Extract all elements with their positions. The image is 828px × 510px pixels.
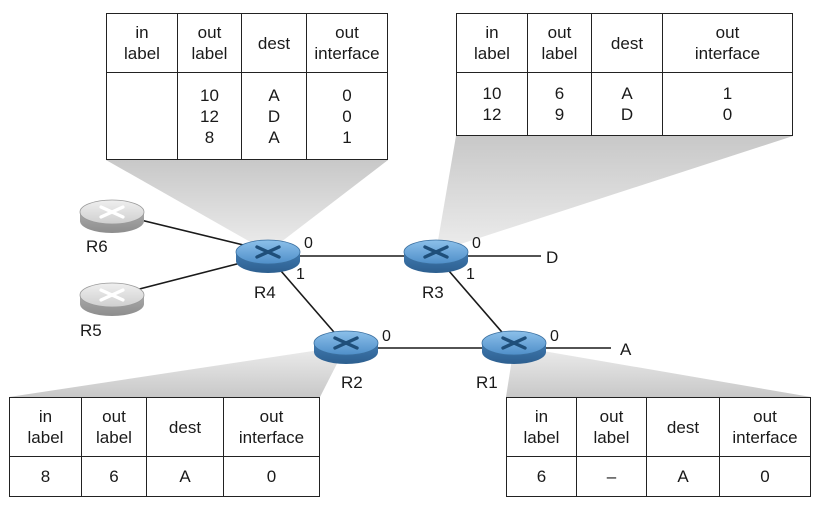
router-cross-icon — [99, 205, 125, 219]
router-r2[interactable] — [313, 330, 379, 364]
cell-out-interface: 0 — [719, 456, 811, 497]
header-dest: dest — [241, 13, 307, 73]
router-cross-icon — [423, 245, 449, 259]
router-cross-icon — [333, 336, 359, 350]
cell-in-label: 8 — [9, 456, 82, 497]
router-label-r2: R2 — [341, 373, 363, 392]
cell-out-interface: 0 — [223, 456, 320, 497]
table-row: 8 6 A 0 — [9, 456, 320, 497]
header-dest: dest — [591, 13, 663, 73]
callout-beam-r3 — [436, 136, 793, 252]
port-r1-0: 0 — [550, 328, 559, 345]
router-cross-icon — [255, 245, 281, 259]
cell-out-label: 6 — [81, 456, 147, 497]
router-r5[interactable] — [79, 282, 145, 316]
router-r3[interactable] — [403, 239, 469, 273]
port-r4-1: 1 — [296, 266, 305, 283]
router-r1[interactable] — [481, 330, 547, 364]
cell-out-label: – — [576, 456, 647, 497]
callout-beam-r2 — [9, 346, 346, 397]
router-r6[interactable] — [79, 199, 145, 233]
port-r2-0: 0 — [382, 328, 391, 345]
port-r4-0: 0 — [304, 235, 313, 252]
router-r4[interactable] — [235, 239, 301, 273]
destination-a: A — [620, 340, 632, 359]
callout-beam-r4 — [106, 160, 388, 252]
cell-dest: A — [646, 456, 720, 497]
header-dest: dest — [146, 397, 224, 457]
callout-beam-r1 — [506, 346, 811, 397]
router-label-r6: R6 — [86, 237, 108, 256]
cell-dest: A — [146, 456, 224, 497]
header-dest: dest — [646, 397, 720, 457]
port-r3-1: 1 — [466, 266, 475, 283]
cell-in-label: 6 — [506, 456, 577, 497]
router-cross-icon — [501, 336, 527, 350]
router-label-r3: R3 — [422, 283, 444, 302]
router-cross-icon — [99, 288, 125, 302]
table-row: 6 – A 0 — [506, 456, 811, 497]
destination-d: D — [546, 248, 558, 267]
router-label-r5: R5 — [80, 321, 102, 340]
cell-in-label — [106, 72, 178, 160]
router-label-r4: R4 — [254, 283, 276, 302]
router-label-r1: R1 — [476, 373, 498, 392]
port-r3-0: 0 — [472, 235, 481, 252]
